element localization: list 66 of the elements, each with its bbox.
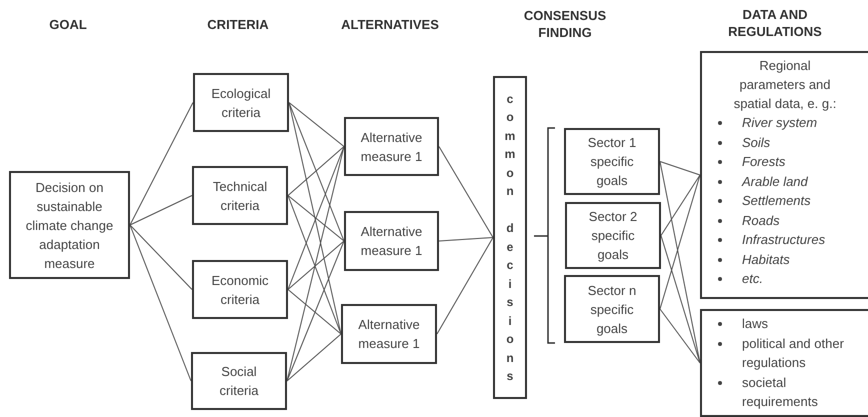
process-box	[564, 275, 660, 343]
bullet-item: laws	[742, 316, 768, 331]
connector-line	[288, 146, 344, 290]
node-label: Sector n specific goals	[586, 282, 638, 338]
connector-line	[130, 195, 192, 226]
vertical-label: common decisions	[504, 90, 516, 385]
bullet-item: etc.	[742, 271, 763, 286]
connector-line	[288, 102, 344, 242]
bullet-item: Soils	[742, 134, 770, 150]
connector-line	[286, 240, 344, 382]
column-heading: ALTERNATIVES	[340, 16, 440, 33]
column-heading: CONSENSUS FINDING	[522, 7, 608, 41]
connector-line	[660, 161, 700, 364]
connector-line	[660, 161, 700, 176]
connector-line	[130, 224, 192, 290]
connector-line	[288, 240, 344, 290]
process-box	[9, 171, 130, 279]
connector-line	[130, 224, 192, 382]
process-box	[565, 202, 661, 269]
bullet-item: Arable land	[742, 174, 808, 188]
node-label: Sector 2 specific goals	[588, 208, 638, 264]
node-label: Technical criteria	[212, 178, 268, 214]
bullet-item: Forests	[742, 154, 786, 169]
bullet-item: societal requirements	[742, 374, 818, 409]
process-box	[344, 117, 439, 176]
connector-line	[286, 334, 342, 382]
bullet-item: River system	[742, 115, 818, 130]
connector-line	[288, 102, 344, 147]
node-label: Economic criteria	[210, 272, 270, 308]
node-label: Alternative measure 1	[360, 128, 424, 166]
connector-line	[288, 195, 344, 242]
process-box	[193, 73, 289, 132]
process-box	[564, 128, 660, 195]
info-box	[700, 309, 868, 417]
process-box	[341, 304, 437, 364]
box-heading: Regional parameters and spatial data, e. g.:	[732, 57, 838, 113]
node-label: Alternative measure 1	[360, 223, 424, 260]
node-label: Alternative measure 1	[357, 316, 421, 353]
decision-bar	[493, 76, 527, 399]
process-box	[192, 260, 288, 319]
bullet-item: Roads	[742, 212, 780, 228]
column-heading: GOAL	[48, 16, 88, 33]
bullet-item: Infrastructures	[742, 232, 826, 247]
connector-line	[438, 237, 494, 242]
bullet-item: Habitats	[742, 252, 790, 266]
node-label: Ecological criteria	[210, 84, 272, 122]
connector-line	[436, 237, 494, 334]
node-label: Decision on sustainable climate change adaptation measure	[24, 178, 114, 272]
connector-line	[288, 146, 344, 196]
bullet-item: Settlements	[742, 193, 811, 208]
connector-line	[438, 146, 494, 238]
info-box	[700, 51, 868, 299]
column-heading: CRITERIA	[206, 16, 270, 33]
column-heading: DATA AND REGULATIONS	[727, 6, 823, 40]
connector-line	[660, 308, 700, 364]
connector-line	[288, 289, 342, 334]
node-label: Sector 1 specific goals	[586, 134, 638, 190]
connector-line	[660, 174, 700, 310]
connector-line	[660, 174, 700, 236]
process-box	[191, 352, 287, 410]
connector-line	[288, 195, 342, 334]
node-label: Social criteria	[218, 363, 260, 400]
process-box	[344, 211, 439, 271]
connector-line	[130, 102, 194, 226]
process-box	[192, 166, 288, 225]
connector-line	[660, 235, 700, 364]
